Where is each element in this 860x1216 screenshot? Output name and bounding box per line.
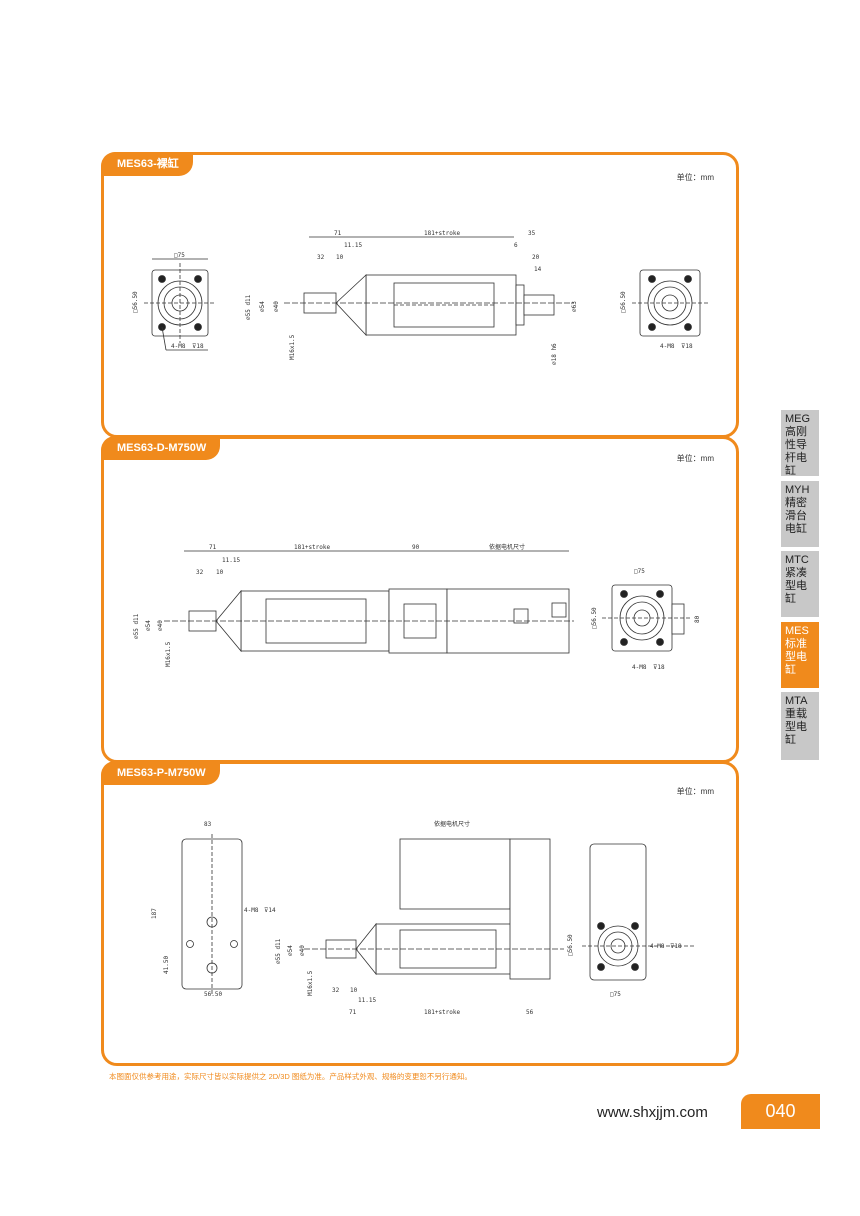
- front-view: □75 □56.50 80 4-M8 ⊽18: [591, 568, 701, 671]
- dim-sq75: □75: [610, 991, 621, 998]
- sidebar-item-code: MES: [785, 625, 809, 637]
- dim-m16: M16x1.5: [165, 641, 172, 667]
- dim-m16: M16x1.5: [307, 970, 314, 996]
- sidebar-item-label: 重载型电缸: [785, 708, 807, 746]
- sidebar-item-label: 高刚性导杆电缸: [785, 426, 807, 477]
- dim-14: 14: [534, 266, 542, 273]
- dim-71: 71: [334, 230, 342, 237]
- dim-sq75: □75: [174, 252, 185, 259]
- dim-32: 32: [317, 254, 325, 261]
- dim-32: 32: [196, 569, 204, 576]
- website-link[interactable]: www.shxjjm.com: [597, 1104, 708, 1121]
- sidebar-item-label: 精密滑台电缸: [785, 497, 807, 535]
- dim-motor-size: 依据电机尺寸: [489, 543, 525, 551]
- sidebar-item-code: MYH: [785, 484, 810, 496]
- sidebar-item-mes[interactable]: MES 标准型电缸: [781, 622, 819, 688]
- dim-hole-4m8: 4-M8: [244, 907, 259, 914]
- dim-90: 90: [412, 544, 420, 551]
- dim-hole-4m8-right: 4-M8: [660, 343, 675, 350]
- panel-title: MES63-D-M750W: [101, 436, 221, 460]
- dim-11-15: 11.15: [222, 557, 240, 564]
- dim-depth18-right: ⊽18: [681, 343, 693, 350]
- dim-m16: M16x1.5: [289, 334, 296, 360]
- dim-depth18: ⊽18: [670, 943, 682, 950]
- dim-depth18: ⊽18: [653, 664, 665, 671]
- dim-depth14: ⊽14: [264, 907, 276, 914]
- dim-hole-4m8: 4-M8: [171, 343, 186, 350]
- unit-label: 单位：mm: [676, 787, 714, 796]
- dim-d54: ⌀54: [259, 301, 266, 312]
- dim-d40: ⌀40: [157, 620, 164, 631]
- dim-71: 71: [349, 1009, 357, 1016]
- dim-sq5650: □56.50: [567, 934, 574, 956]
- dim-sq75: □75: [634, 568, 645, 575]
- bare-cylinder-drawing: □75 □56.50 4-M8 ⊽18 71 181+stroke 35 11.…: [132, 230, 708, 365]
- dim-187: 187: [151, 908, 158, 919]
- dim-hole-4m8: 4-M8: [650, 943, 665, 950]
- dim-10: 10: [216, 569, 224, 576]
- unit-label: 单位：mm: [676, 173, 714, 182]
- dim-motor-size: 依据电机尺寸: [434, 820, 470, 828]
- p-m750w-drawing: 83 187 41.50 56.50 4-M8 ⊽14 依据电机尺寸 32 10…: [151, 820, 694, 1016]
- dim-sq5650: □56.50: [132, 291, 139, 313]
- dim-6: 6: [514, 242, 518, 249]
- sidebar-item-meg[interactable]: MEG 高刚性导杆电缸: [781, 410, 819, 477]
- dim-hole-4m8: 4-M8: [632, 664, 647, 671]
- dim-d55: ⌀55 d11: [133, 613, 140, 639]
- sidebar-item-code: MTC: [785, 554, 809, 566]
- dim-35: 35: [528, 230, 536, 237]
- sidebar-item-mta[interactable]: MTA 重载型电缸: [781, 692, 819, 760]
- dim-d55: ⌀55 d11: [245, 294, 252, 320]
- dim-d55: ⌀55 d11: [275, 938, 282, 964]
- sidebar-item-mtc[interactable]: MTC 紧凑型电缸: [781, 551, 819, 617]
- dim-41-50: 41.50: [163, 956, 170, 974]
- front-view-left: □75 □56.50 4-M8 ⊽18: [132, 252, 216, 351]
- panel-title: MES63-裸缸: [101, 152, 193, 176]
- dim-d54: ⌀54: [145, 620, 152, 631]
- sidebar-item-code: MEG: [785, 413, 811, 425]
- side-view: 71 181+stroke 35 11.15 32 10 6 20 14 ⌀55…: [245, 230, 578, 365]
- front-view-right: □56.50 4-M8 ⊽18: [620, 269, 708, 350]
- dim-11-15: 11.15: [344, 242, 362, 249]
- unit-label: 单位：mm: [676, 454, 714, 463]
- dim-80: 80: [694, 615, 701, 623]
- dim-56: 56: [526, 1009, 534, 1016]
- d-m750w-drawing: 71 181+stroke 90 依据电机尺寸 11.15 32 10 ⌀55 …: [133, 543, 701, 671]
- dim-71: 71: [209, 544, 217, 551]
- dim-181-stroke: 181+stroke: [424, 230, 461, 237]
- sidebar-item-code: MTA: [785, 695, 808, 707]
- panel-d-m750w: MES63-D-M750W 单位：mm 71 181+stroke 90 依据电…: [101, 436, 739, 763]
- side-view: 依据电机尺寸 32 10 11.15 71 181+stroke 56 ⌀55 …: [275, 820, 564, 1016]
- dim-d40: ⌀40: [273, 301, 280, 312]
- dim-10: 10: [350, 987, 358, 994]
- panel-title: MES63-P-M750W: [101, 761, 220, 785]
- dim-32: 32: [332, 987, 340, 994]
- page-number: 040: [741, 1094, 820, 1129]
- dim-sq5650: □56.50: [591, 607, 598, 629]
- disclaimer-note: 本图面仅供参考用途，实际尺寸皆以实际提供之 2D/3D 图纸为准。产品样式外观、…: [109, 1072, 472, 1081]
- dim-83: 83: [204, 821, 212, 828]
- front-view: □56.50 4-M8 ⊽18 □75: [567, 843, 694, 998]
- sidebar-item-myh[interactable]: MYH 精密滑台电缸: [781, 481, 819, 547]
- dim-d18h6: ⌀18 h6: [551, 343, 558, 365]
- dim-20: 20: [532, 254, 540, 261]
- dim-10: 10: [336, 254, 344, 261]
- dim-181-stroke: 181+stroke: [424, 1009, 461, 1016]
- sidebar-item-label: 紧凑型电缸: [785, 567, 807, 605]
- side-view: 71 181+stroke 90 依据电机尺寸 11.15 32 10 ⌀55 …: [133, 543, 574, 667]
- dim-d40: ⌀40: [299, 945, 306, 956]
- dim-181-stroke: 181+stroke: [294, 544, 331, 551]
- dim-d54: ⌀54: [287, 945, 294, 956]
- dim-d63: ⌀63: [571, 301, 578, 312]
- panel-p-m750w: MES63-P-M750W 单位：mm 83 187 41.50 56.50 4…: [101, 761, 739, 1066]
- dim-depth18: ⊽18: [192, 343, 204, 350]
- top-view: 83 187 41.50 56.50 4-M8 ⊽14: [151, 821, 276, 998]
- sidebar-item-label: 标准型电缸: [785, 638, 807, 676]
- dim-11-15: 11.15: [358, 997, 376, 1004]
- dim-56-50: 56.50: [204, 991, 222, 998]
- dim-sq5650-right: □56.50: [620, 291, 627, 313]
- panel-bare-cylinder: MES63-裸缸 单位：mm □75 □56.50 4-M8 ⊽18: [101, 152, 739, 438]
